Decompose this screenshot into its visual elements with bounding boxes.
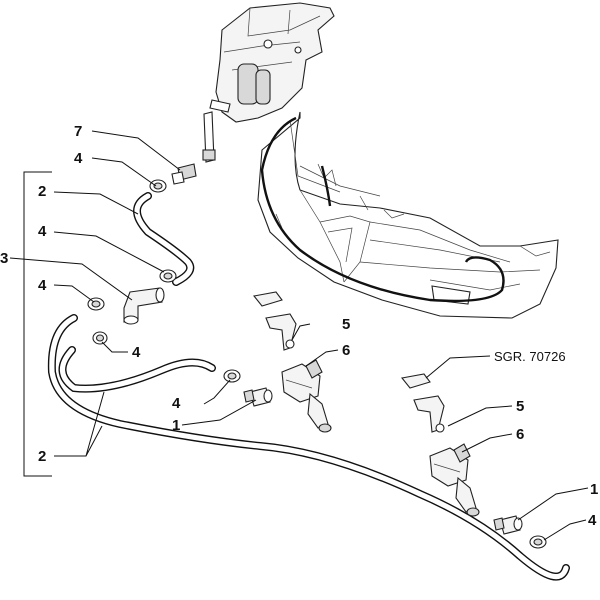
callout-6-left: 6: [342, 342, 350, 359]
callout-2-upper: 2: [38, 183, 46, 200]
jet-6-left: [281, 359, 332, 433]
clamp-right: [529, 535, 547, 549]
bracket-5-left: [265, 313, 297, 351]
callout-2-lower: 2: [38, 448, 46, 465]
front-bumper: [257, 111, 559, 319]
union-1-right: [493, 515, 523, 535]
callout-6-right: 6: [516, 426, 524, 443]
pump-outlet-tube: [202, 111, 216, 163]
pad-right: [400, 373, 431, 389]
hose-long: [47, 314, 570, 581]
hose-upper: [133, 192, 195, 286]
reference-code: SGR. 70726: [494, 349, 566, 364]
pad-left: [252, 291, 283, 307]
callout-4-lower: 4: [172, 395, 181, 412]
washer-reservoir: [209, 2, 335, 123]
callout-5-right: 5: [516, 398, 524, 415]
group-bracket-3: [23, 171, 52, 477]
t-connector: [123, 287, 165, 325]
hose-middle: [58, 346, 216, 393]
callout-4-left: 4: [38, 277, 47, 294]
callout-5-left: 5: [342, 316, 350, 333]
leader-lines: [9, 130, 589, 541]
callout-1-left: 1: [172, 417, 180, 434]
callout-4-right: 4: [588, 512, 597, 529]
bracket-5-right: [413, 395, 445, 433]
callout-4-center: 4: [132, 344, 141, 361]
clamp-upper: [149, 179, 167, 193]
clamp-center-left: [92, 331, 108, 345]
union-1-left: [243, 387, 273, 407]
clamp-left-mid: [159, 269, 177, 283]
callout-4-left-mid: 4: [38, 223, 47, 240]
jet-6-right: [429, 443, 480, 517]
callout-1-right: 1: [590, 481, 598, 498]
callout-4-upper: 4: [74, 150, 83, 167]
callout-3: 3: [0, 250, 8, 267]
union-7: [171, 163, 197, 185]
clamp-center: [223, 369, 241, 383]
callout-7: 7: [74, 123, 82, 140]
